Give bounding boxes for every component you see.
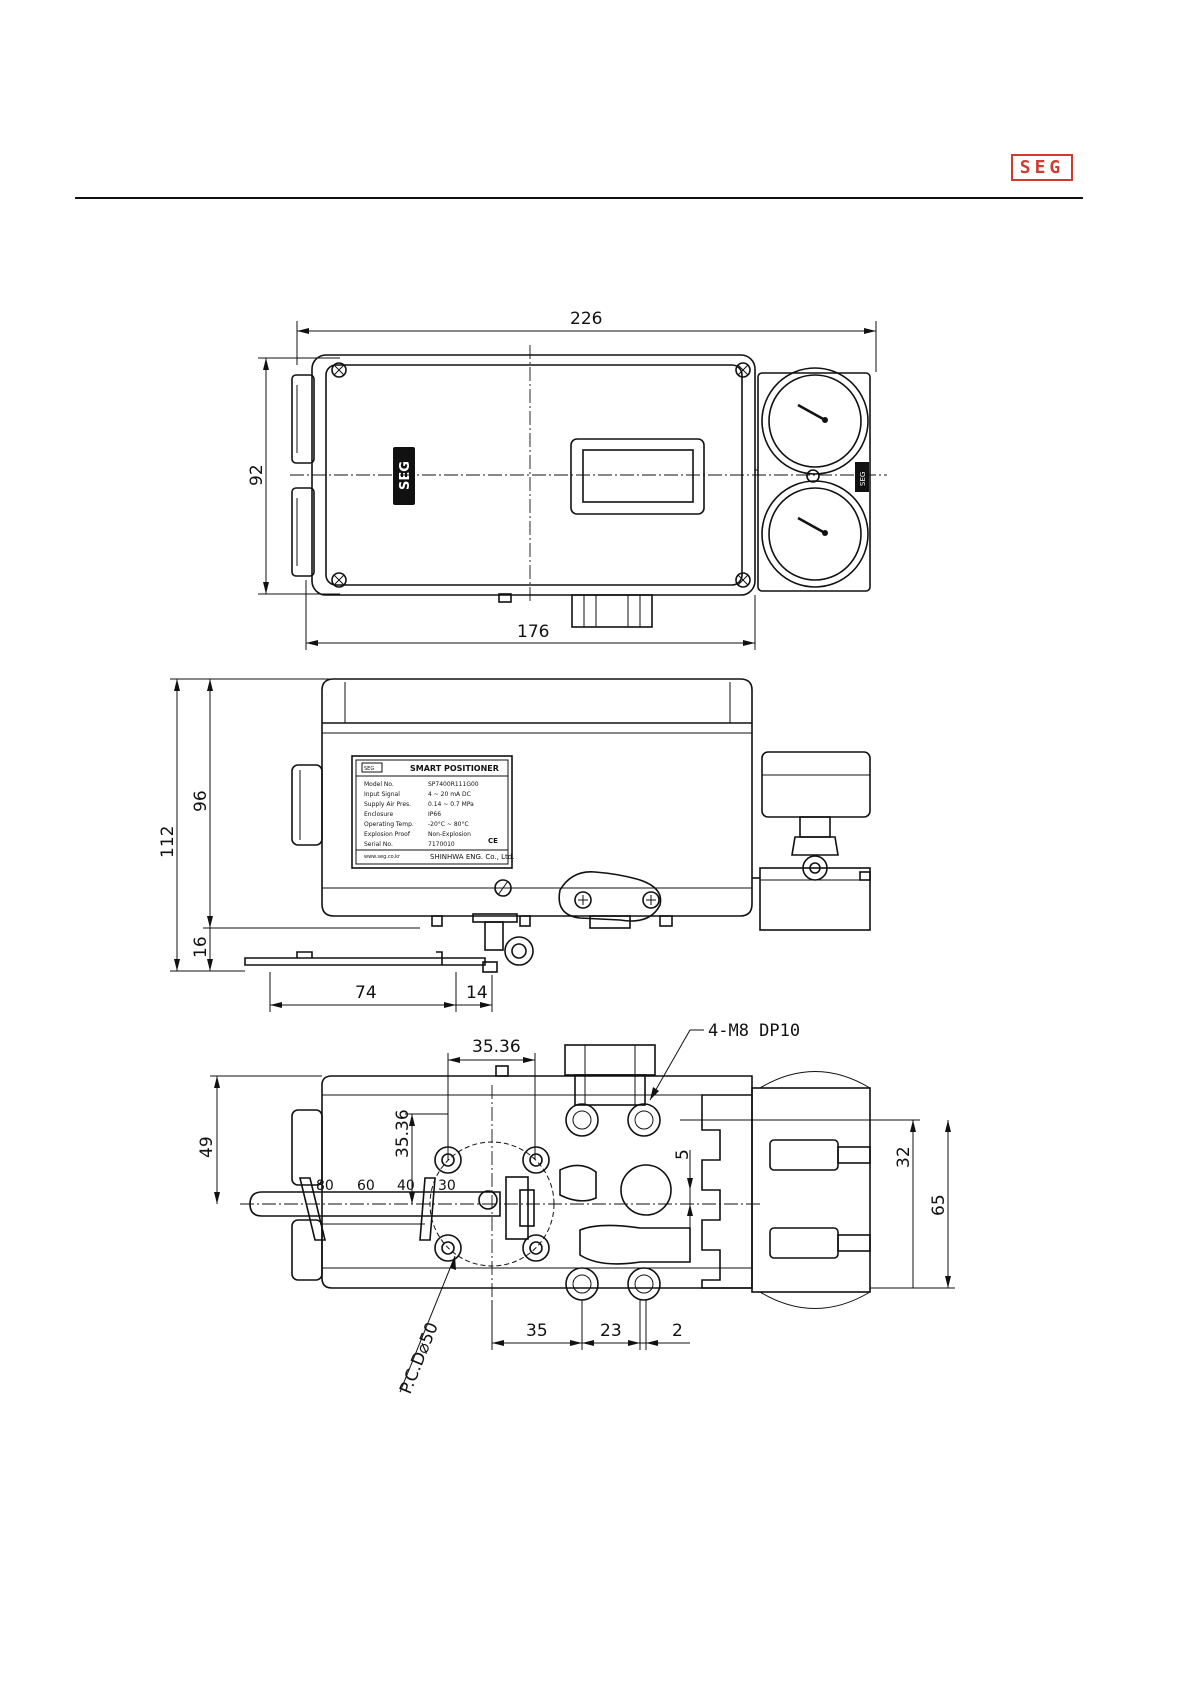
side-view: 112 96 16 SEG SMART POSITIONER (158, 678, 871, 1012)
dim-16: 16 (191, 936, 211, 958)
top-view: 226 92 SEG (247, 309, 887, 650)
pcd-label: P.C.D⌀50 (396, 1320, 443, 1397)
thread-callout: 4-M8 DP10 (708, 1021, 800, 1041)
nameplate-row-label: Operating Temp. (364, 821, 414, 828)
dim-65: 65 (929, 1194, 949, 1216)
supply-gauge (761, 367, 869, 475)
nameplate-company: SHINHWA ENG. Co., Ltd. (430, 853, 514, 861)
lever-scale: 80 60 40 30 (316, 1178, 456, 1194)
dim-35-36-y: 35.36 (393, 1109, 413, 1158)
dim-112: 112 (158, 826, 178, 858)
nameplate-row-value: 0.14 ~ 0.7 MPa (428, 801, 474, 808)
dim-176: 176 (517, 622, 549, 642)
nameplate-row-value: 7170010 (428, 841, 455, 848)
corner-screws (331, 362, 751, 588)
nameplate-website: www.seg.co.kr (364, 854, 401, 860)
nameplate-row-value: Non-Explosion (428, 831, 471, 838)
nameplate-title: SMART POSITIONER (410, 764, 499, 773)
nameplate-row-label: Model No. (364, 781, 394, 788)
dim-2: 2 (672, 1321, 683, 1341)
nameplate-row-value: IP66 (428, 811, 441, 818)
lever-scale-mark: 40 (397, 1178, 415, 1194)
bracket-label: SEG (859, 472, 867, 486)
nameplate-row-value: -20°C ~ 80°C (428, 821, 469, 828)
nameplate-brand: SEG (364, 766, 374, 772)
bolt-holes (434, 1146, 550, 1262)
dim-96: 96 (191, 790, 211, 812)
dim-35: 35 (526, 1321, 548, 1341)
dim-32: 32 (894, 1146, 914, 1168)
dim-23: 23 (600, 1321, 622, 1341)
dim-74: 74 (355, 983, 377, 1003)
dim-35-36-x: 35.36 (472, 1037, 521, 1057)
lever-scale-mark: 80 (316, 1178, 334, 1194)
header-rule (75, 197, 1083, 199)
lever-scale-mark: 60 (357, 1178, 375, 1194)
dim-49: 49 (197, 1136, 217, 1158)
dim-92: 92 (247, 464, 267, 486)
nameplate-row-label: Input Signal (364, 791, 400, 798)
dim-226: 226 (570, 309, 602, 329)
bottom-view: 35.36 4-M8 DP10 49 35.36 (197, 1021, 955, 1397)
dim-14: 14 (466, 983, 488, 1003)
nameplate-row-label: Supply Air Pres. (364, 801, 411, 808)
nameplate-row-value: 4 ~ 20 mA DC (428, 791, 471, 798)
dim-5: 5 (673, 1149, 693, 1160)
seg-logo: SEG (1011, 154, 1073, 181)
nameplate-row-value: SP7400R111G00 (428, 781, 479, 788)
nameplate-row-label: Enclosure (364, 811, 393, 818)
nameplate: SEG SMART POSITIONER Model No. SP7400R111… (351, 755, 514, 869)
ce-mark: CE (488, 837, 498, 845)
nameplate-row-label: Explosion Proof (364, 831, 411, 838)
nameplate-row-label: Serial No. (364, 841, 393, 848)
body-logo: SEG (398, 461, 413, 490)
m8-holes (565, 1103, 661, 1301)
lever-scale-mark: 30 (438, 1178, 456, 1194)
output-gauge (761, 480, 869, 588)
